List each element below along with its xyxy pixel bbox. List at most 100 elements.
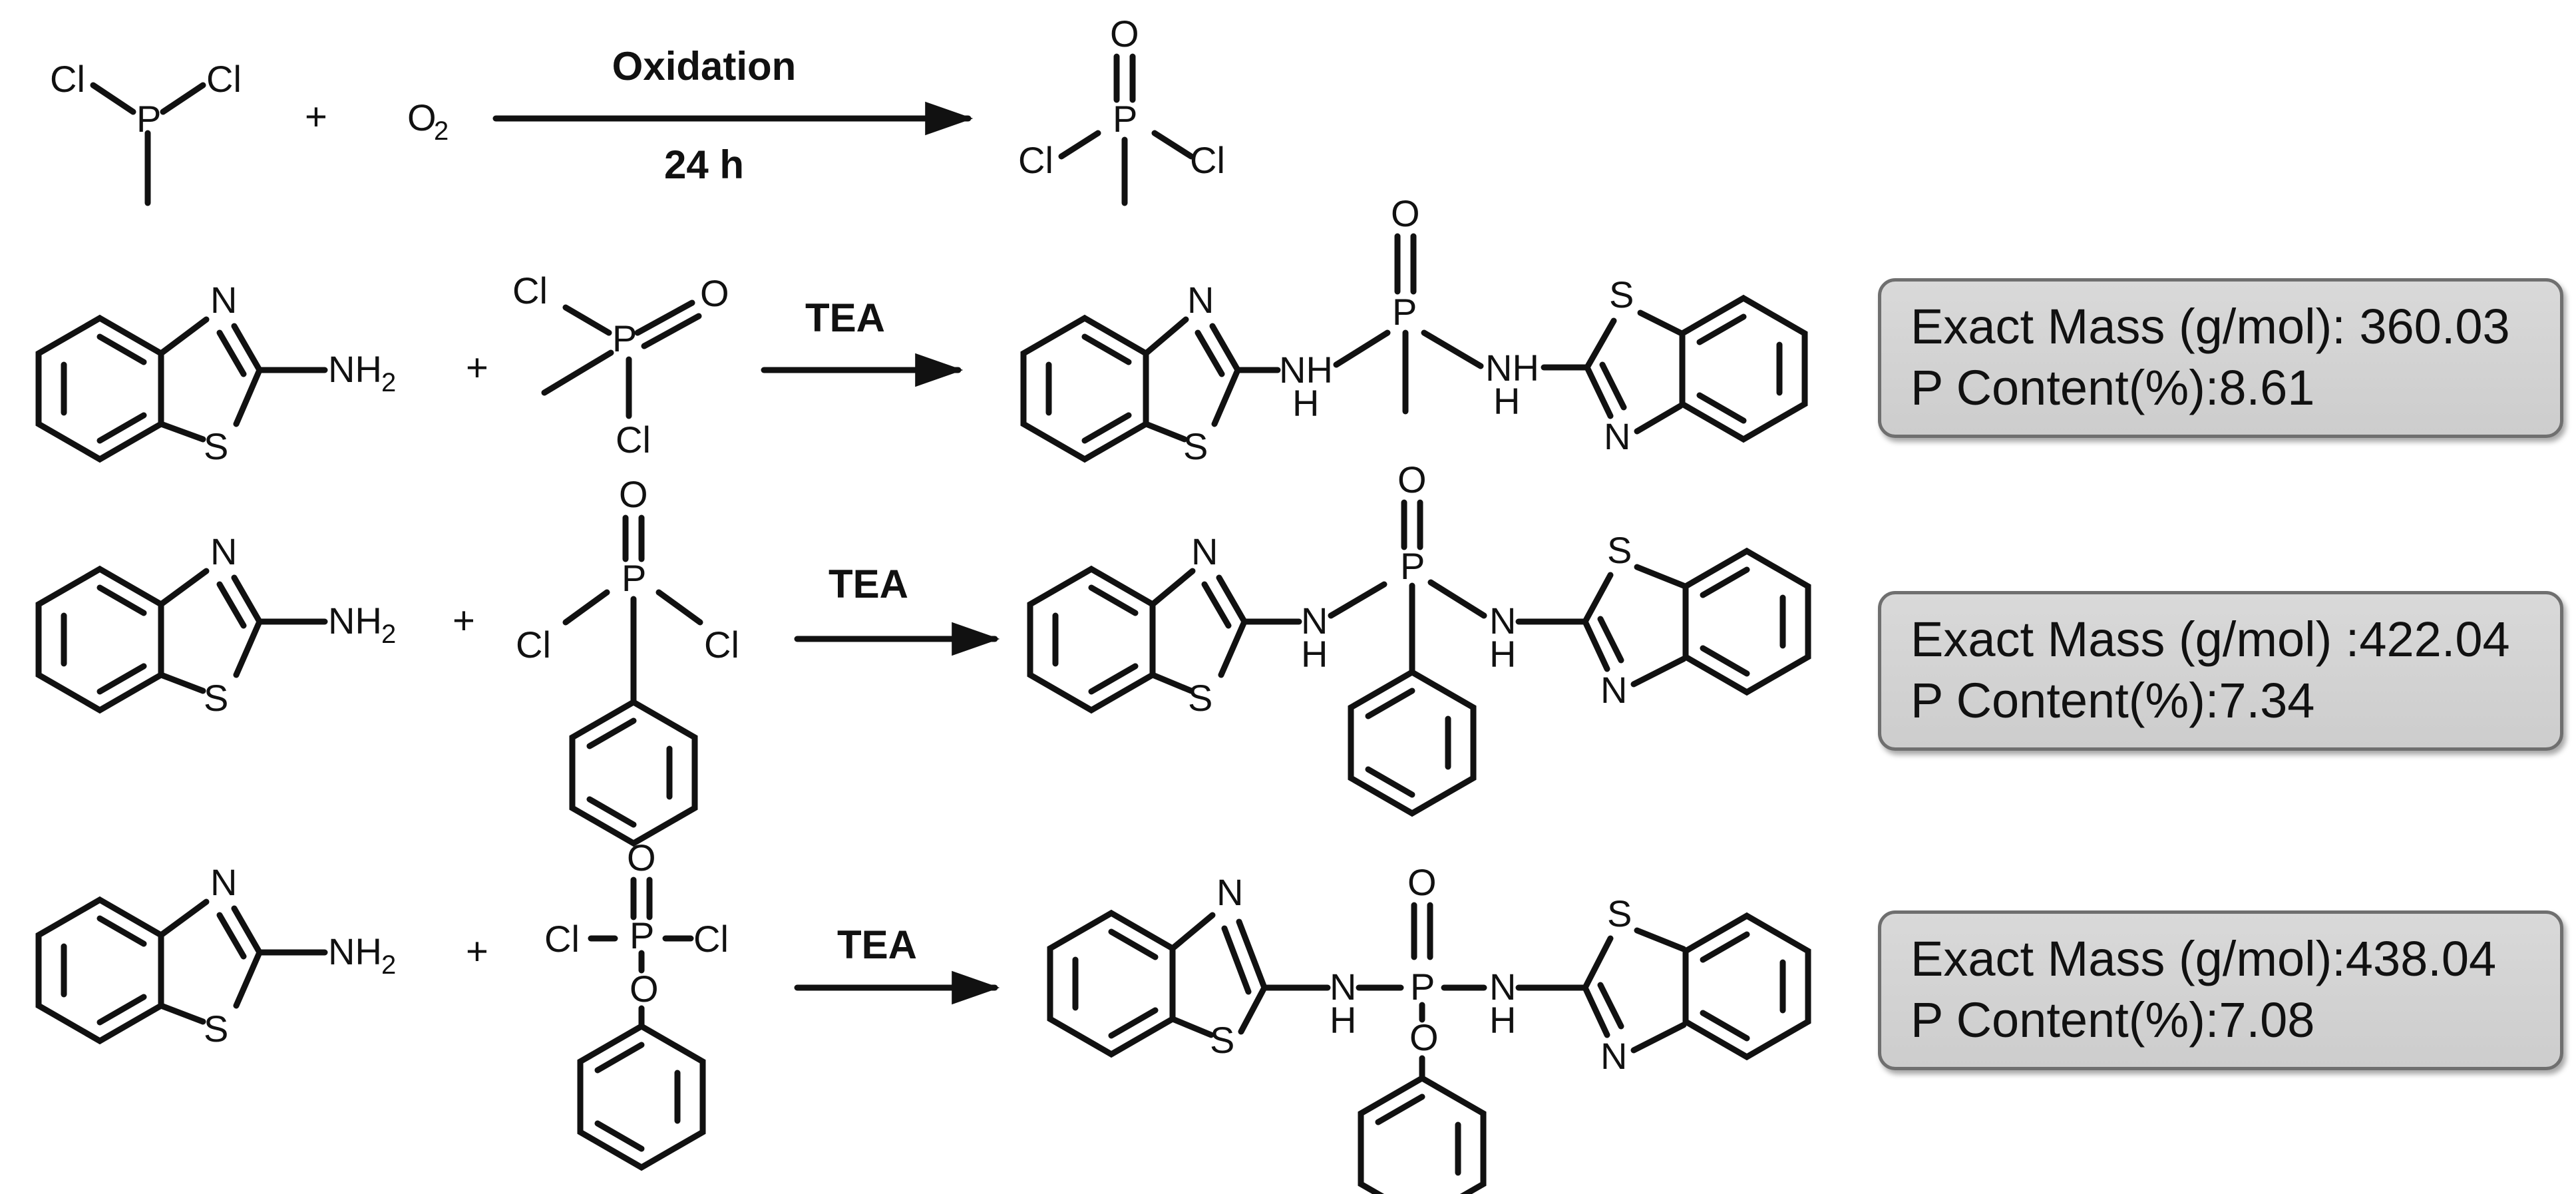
aromatic-ring: [1358, 1074, 1487, 1194]
bond-line: [1088, 584, 1139, 616]
atom-nh: N: [1489, 600, 1516, 642]
atom-n: N: [1600, 669, 1627, 711]
bond-line: [1149, 568, 1196, 608]
exact-mass: Exact Mass (g/mol) :422.04: [1911, 612, 2510, 667]
bond-line: [216, 329, 247, 377]
atom-n: N: [1187, 279, 1214, 321]
exact-mass: Exact Mass (g/mol): 360.03: [1911, 299, 2510, 354]
bis-benzothiazolyl-phenylphosphoric-diamide: N S N H O P N H S N O: [1047, 861, 1811, 1194]
bond-line: [1637, 309, 1684, 336]
atom-s: S: [204, 677, 228, 719]
bond-line: [1169, 912, 1216, 952]
plus-sign: +: [466, 930, 488, 973]
atom-n: N: [1191, 530, 1218, 572]
bond-line: [586, 717, 637, 749]
bond-line: [1700, 645, 1750, 677]
bond-line: [1333, 329, 1391, 368]
atom-o: O: [630, 968, 659, 1010]
methyldichlorophosphine: Cl P Cl: [50, 58, 242, 206]
reaction-2: N S NH 2 + O P Cl Cl TEA: [35, 459, 1811, 847]
bond-line: [634, 299, 695, 336]
bond-line: [1236, 918, 1268, 991]
atom-h: H: [1489, 633, 1516, 675]
aminobenzothiazole: N S NH 2: [35, 530, 396, 719]
atom-cl: Cl: [516, 624, 551, 666]
bond-line: [158, 898, 210, 938]
bond-line: [1700, 931, 1750, 963]
bond-line: [1365, 688, 1415, 719]
bond-line: [158, 672, 206, 694]
atom-s: S: [1609, 274, 1634, 315]
bond-line: [1143, 421, 1188, 443]
atom-o: O: [700, 272, 729, 314]
condition-label: TEA: [837, 922, 917, 967]
bond-line: [1151, 130, 1195, 160]
bond-line: [594, 1120, 645, 1152]
aromatic-ring: [1679, 294, 1808, 443]
atom-o: O: [627, 837, 656, 879]
methylphosphonic-dichloride: Cl P O Cl: [512, 270, 729, 461]
aromatic-ring: [1348, 668, 1477, 817]
bond-line: [1195, 329, 1225, 377]
condition-label: Oxidation: [612, 44, 797, 89]
bond-line: [1081, 333, 1132, 365]
bond-line: [1143, 316, 1189, 357]
atom-p: P: [612, 317, 637, 359]
bond-line: [1427, 579, 1487, 619]
aromatic-ring: [577, 1022, 706, 1171]
bond-line: [1421, 329, 1484, 369]
bond-line: [594, 1042, 645, 1074]
atom-n: N: [1604, 415, 1630, 457]
atom-s: S: [204, 425, 228, 467]
atom-cl: Cl: [693, 918, 729, 960]
atom-cl: Cl: [1018, 139, 1053, 181]
atom-o: O: [1110, 13, 1139, 55]
bond-line: [216, 912, 247, 960]
bond-line: [90, 82, 136, 115]
condition-label: TEA: [828, 562, 908, 606]
bond-line: [96, 584, 147, 616]
bis-benzothiazolyl-methylphosphonic-diamide: N S NH H O P NH H S N: [1020, 192, 1808, 467]
bond-line: [1599, 361, 1627, 411]
atom-h: H: [1301, 633, 1328, 675]
bond-line: [231, 323, 263, 373]
bond-line: [1218, 618, 1248, 678]
plus-sign: +: [466, 346, 488, 389]
p-content: P Content(%):7.34: [1911, 673, 2315, 728]
product-info-box: Exact Mass (g/mol): 360.03 P Content(%):…: [1878, 278, 2563, 438]
atom-p: P: [630, 914, 654, 956]
bond-line: [1597, 616, 1624, 664]
bond-line: [1634, 403, 1684, 435]
atom-n: N: [1600, 1035, 1627, 1077]
bond-line: [1088, 663, 1139, 695]
bond-line: [160, 82, 206, 115]
bond-line: [231, 905, 263, 956]
amine-nh2: NH: [328, 348, 382, 390]
bond-line: [158, 1002, 206, 1025]
bond-line: [158, 568, 210, 608]
bond-line: [233, 949, 263, 1009]
oxygen-molecule: O 2: [407, 97, 449, 146]
atom-o: O: [619, 473, 648, 515]
aminobenzothiazole: N S NH 2: [35, 861, 396, 1050]
bond-line: [216, 581, 247, 629]
bond-line: [1328, 581, 1387, 619]
bond-line: [231, 574, 263, 625]
subscript: 2: [434, 116, 449, 146]
subscript: 2: [381, 368, 396, 397]
atom-o: O: [1407, 861, 1437, 903]
methylphosphonic-dichloride: O P Cl Cl: [1018, 13, 1225, 206]
atom-cl: Cl: [512, 270, 548, 311]
atom-n: N: [210, 279, 237, 321]
product-info-box: Exact Mass (g/mol) :422.04 P Content(%):…: [1878, 591, 2563, 751]
atom-s: S: [1183, 425, 1208, 467]
bond-line: [1634, 564, 1687, 589]
bond-line: [1365, 766, 1415, 798]
bond-line: [1238, 984, 1268, 1035]
plus-sign: +: [453, 599, 475, 642]
bond-line: [1149, 672, 1195, 694]
bond-line: [1108, 928, 1159, 960]
reaction-1: N S NH 2 + Cl P O Cl TEA: [35, 192, 1808, 467]
reaction-oxidation: Cl P Cl + O 2 Oxidation 24 h O P Cl Cl: [50, 13, 1225, 206]
atom-p: P: [1410, 966, 1435, 1008]
